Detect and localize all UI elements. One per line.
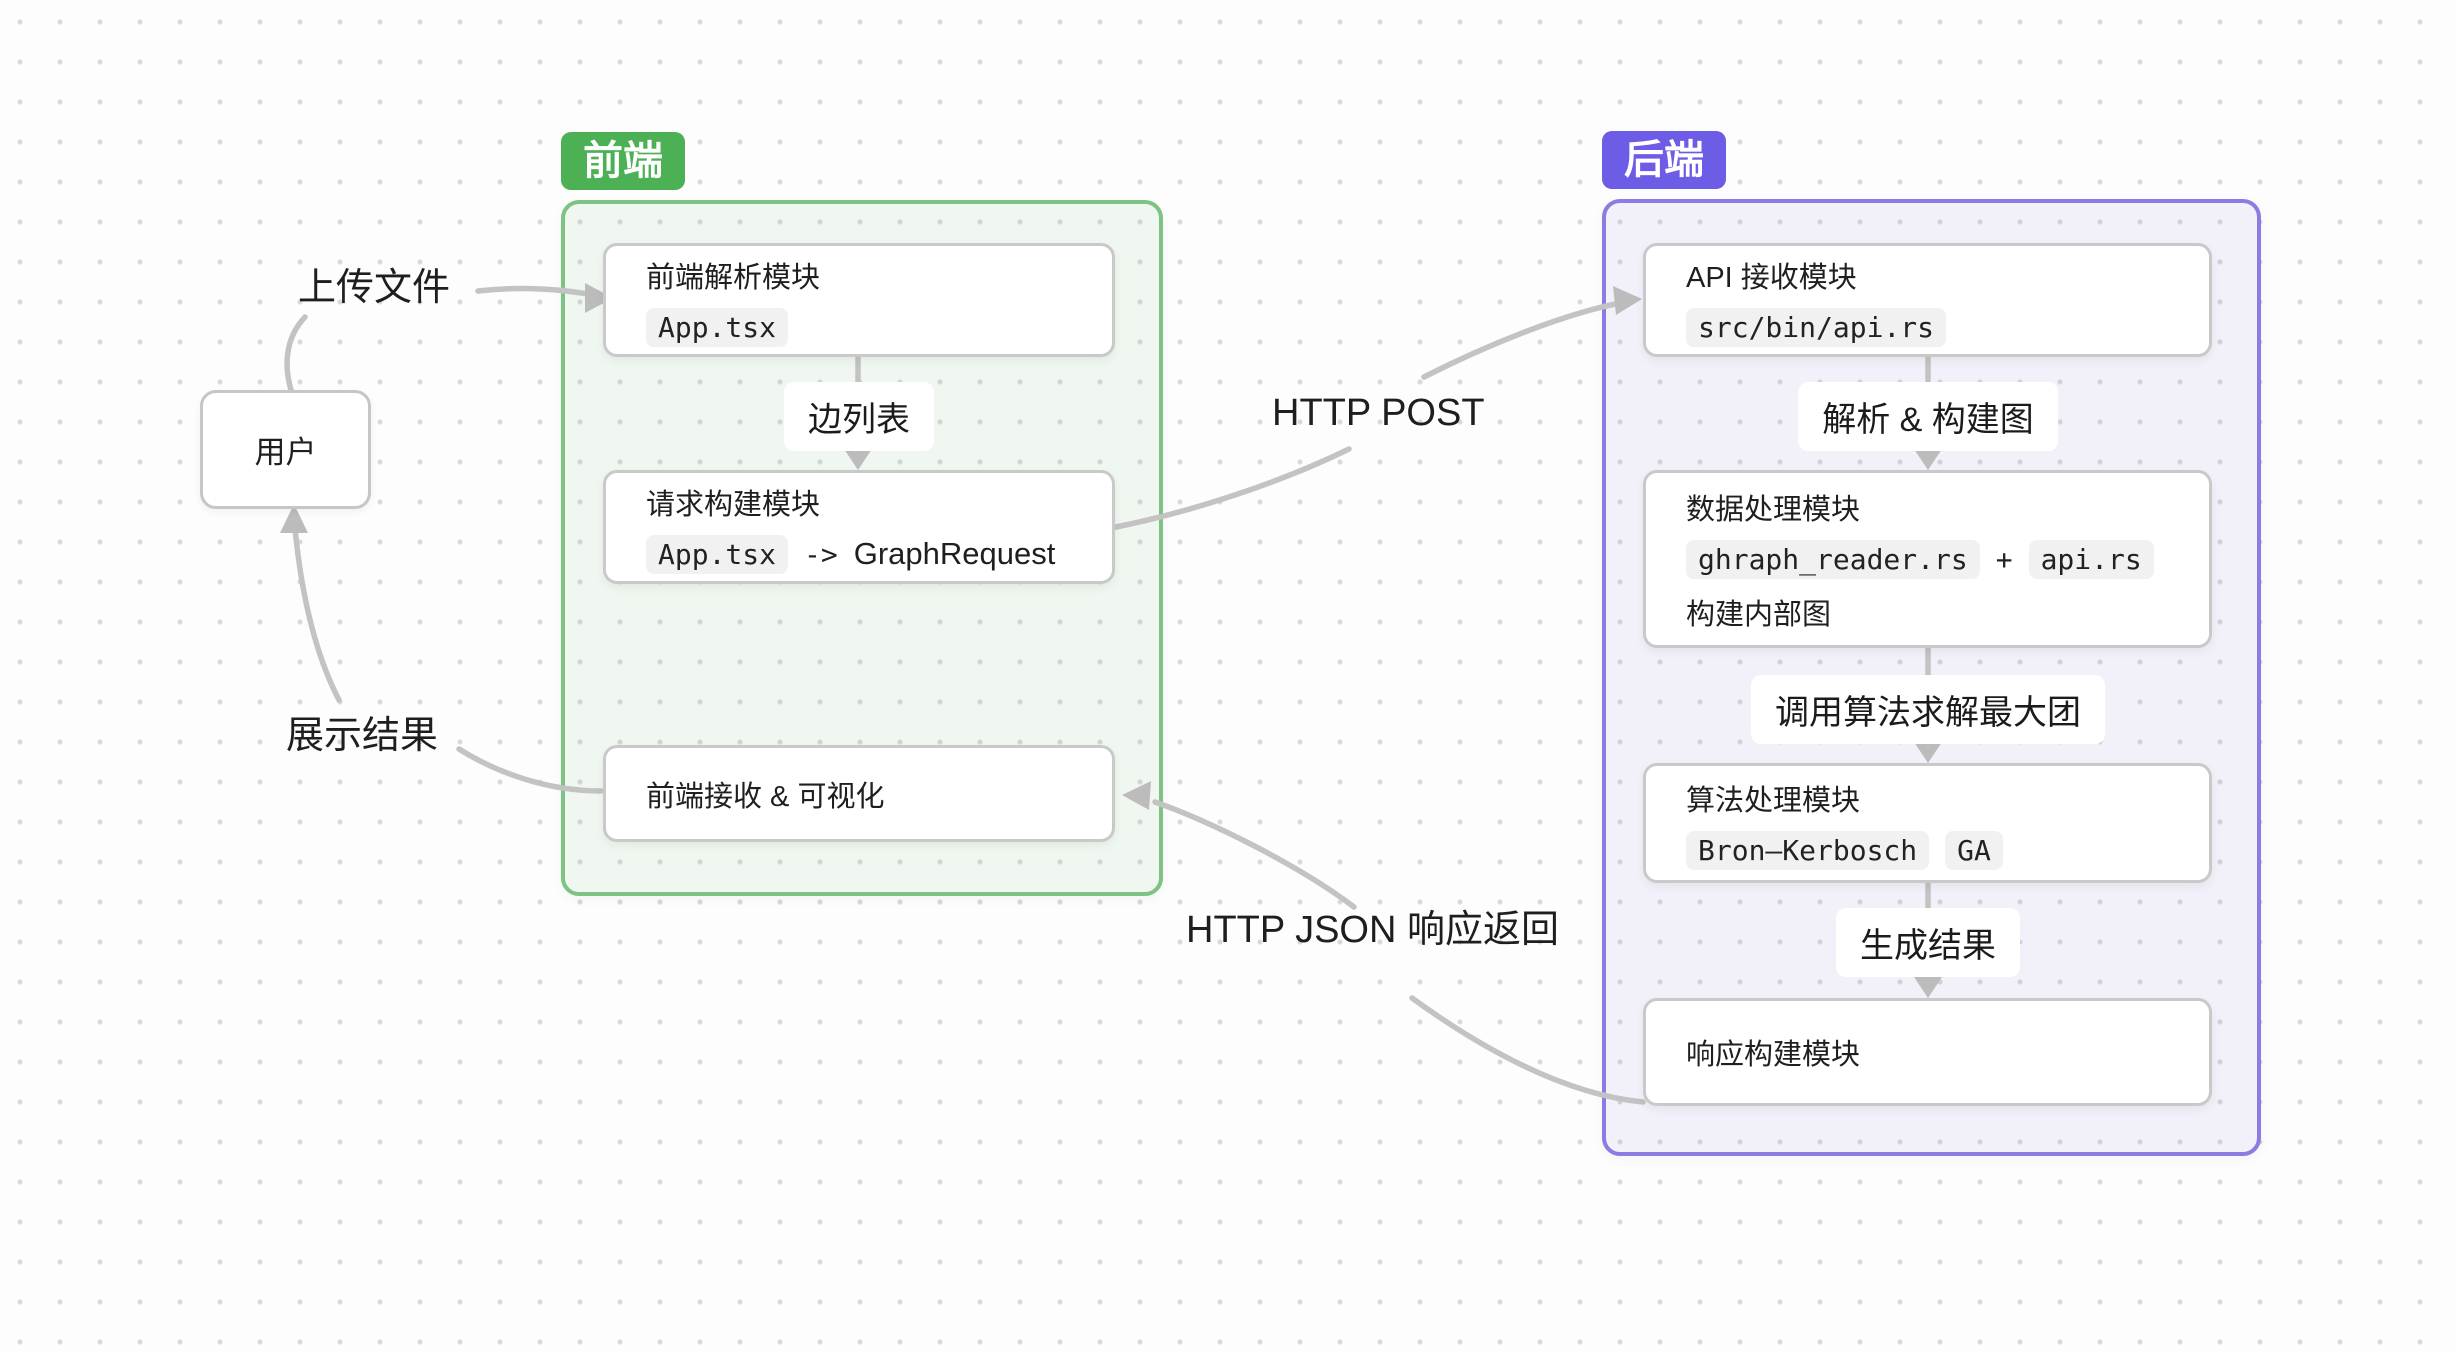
arrowhead-http-post — [1613, 286, 1642, 315]
code-chip: Bron–Kerbosch — [1686, 830, 1930, 870]
code-chip: api.rs — [2028, 539, 2154, 579]
arrowhead-http-json — [1122, 781, 1151, 810]
arrow-http-json-right — [1409, 995, 1646, 1105]
arrowhead-backend-connector-3 — [1912, 974, 1944, 998]
node-backend-api: API 接收模块 src/bin/api.rs — [1643, 243, 2212, 357]
code-line: App.tsx — [646, 307, 1112, 347]
node-title: 前端接收 & 可视化 — [646, 780, 885, 813]
frontend-badge: 前端 — [561, 132, 685, 190]
node-title: 请求构建模块 — [646, 488, 821, 521]
arrowhead-backend-connector-1 — [1912, 446, 1944, 470]
code-chip: src/bin/api.rs — [1686, 307, 1947, 347]
arrowhead-backend-connector-2 — [1912, 739, 1944, 763]
arrow-http-json-left — [1152, 799, 1357, 910]
code-line: src/bin/api.rs — [1686, 307, 2209, 347]
node-title: 前端解析模块 — [646, 261, 821, 294]
code-chip: ghraph_reader.rs — [1686, 539, 1980, 579]
step-label-generate-result: 生成结果 — [1836, 908, 2020, 977]
flow-label-upload-file: 上传文件 — [298, 267, 451, 309]
node-backend-response-builder: 响应构建模块 — [1643, 998, 2212, 1106]
code-arrow: -> — [804, 537, 838, 571]
flow-label-http-post: HTTP POST — [1272, 392, 1485, 434]
node-title: 数据处理模块 — [1686, 493, 1861, 526]
node-frontend-request-builder: 请求构建模块 App.tsx -> GraphRequest — [603, 470, 1115, 584]
node-title: 算法处理模块 — [1686, 784, 1861, 817]
node-note: 构建内部图 — [1686, 598, 1832, 631]
flow-label-display-result: 展示结果 — [286, 715, 439, 757]
arrow-user-to-upload — [284, 314, 308, 393]
backend-badge: 后端 — [1602, 131, 1726, 189]
code-operator: + — [1995, 542, 2013, 576]
code-line: App.tsx -> GraphRequest — [646, 534, 1112, 574]
arrowhead-frontend-connector — [842, 446, 874, 470]
node-backend-data-processor: 数据处理模块 ghraph_reader.rs + api.rs 构建内部图 — [1643, 470, 2212, 648]
code-chip: App.tsx — [646, 534, 789, 574]
node-title: API 接收模块 — [1686, 261, 1857, 294]
node-backend-algorithm: 算法处理模块 Bron–Kerbosch GA — [1643, 763, 2212, 883]
code-chip: App.tsx — [646, 307, 789, 347]
arrowhead-display-to-user — [280, 504, 308, 533]
user-node: 用户 — [200, 390, 371, 509]
node-frontend-parser: 前端解析模块 App.tsx — [603, 243, 1115, 357]
node-title: 响应构建模块 — [1686, 1039, 1861, 1071]
node-frontend-receiver: 前端接收 & 可视化 — [603, 745, 1115, 842]
code-line: ghraph_reader.rs + api.rs — [1686, 539, 2209, 579]
arrow-upload-file — [475, 285, 601, 299]
code-line: Bron–Kerbosch GA — [1686, 830, 2209, 870]
step-label-edge-list: 边列表 — [784, 382, 934, 451]
user-node-label: 用户 — [254, 435, 317, 470]
arrow-display-to-user — [291, 513, 342, 703]
arrow-http-post-left — [1113, 446, 1352, 530]
step-label-parse-build: 解析 & 构建图 — [1798, 382, 2058, 451]
code-chip: GA — [1945, 830, 2003, 870]
flow-label-http-json-response: HTTP JSON 响应返回 — [1186, 909, 1559, 951]
type-name: GraphRequest — [853, 536, 1056, 571]
step-label-invoke-algorithm: 调用算法求解最大团 — [1751, 675, 2105, 744]
arrowhead-upload-file — [585, 283, 613, 313]
arrow-http-post-right — [1421, 299, 1629, 380]
arrow-receiver-to-display — [456, 746, 604, 794]
